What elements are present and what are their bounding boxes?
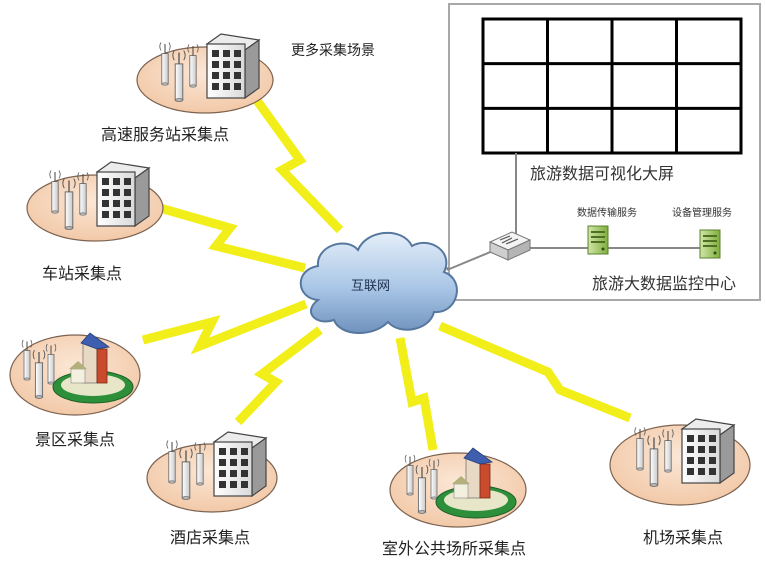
switch-icon xyxy=(488,231,532,261)
antenna-tower-icon xyxy=(428,458,440,500)
site-label-outdoor: 室外公共场所采集点 xyxy=(382,539,527,558)
antenna-tower-icon xyxy=(32,349,46,399)
scenic-building-icon xyxy=(52,332,134,404)
antenna-tower-icon xyxy=(159,42,171,86)
antenna-tower-icon xyxy=(77,172,89,216)
site-label-hotel: 酒店采集点 xyxy=(170,528,251,547)
antenna-tower-icon xyxy=(21,339,33,381)
site-label-airport: 机场采集点 xyxy=(643,528,724,547)
server-icon xyxy=(212,431,268,498)
site-label-highway: 高速服务站采集点 xyxy=(101,125,230,144)
wireless-links xyxy=(141,92,632,451)
site-outdoor xyxy=(389,447,527,528)
antenna-tower-icon xyxy=(49,170,61,214)
link-airport xyxy=(438,321,632,423)
antenna-tower-icon xyxy=(172,50,186,102)
device-service-label: 设备管理服务 xyxy=(672,208,732,219)
site-label-station: 车站采集点 xyxy=(42,264,123,283)
scenic-building-icon xyxy=(435,447,517,519)
antenna-tower-icon xyxy=(187,44,199,88)
internet-cloud-icon xyxy=(299,231,458,335)
antenna-tower-icon xyxy=(662,429,674,473)
antenna-tower-icon xyxy=(647,435,661,487)
monitor-center-label: 旅游大数据监控中心 xyxy=(592,274,737,293)
device-server-icon xyxy=(699,229,721,259)
screen-label: 旅游数据可视化大屏 xyxy=(530,164,675,183)
site-station xyxy=(26,161,164,242)
antenna-tower-icon xyxy=(634,427,646,471)
link-scenic xyxy=(141,299,308,355)
server-icon xyxy=(95,161,151,228)
lightning-bolt-icon xyxy=(249,92,344,234)
antenna-tower-icon xyxy=(404,454,416,496)
visualization-screen xyxy=(481,17,743,155)
link-station xyxy=(158,203,307,273)
site-hotel xyxy=(146,431,278,513)
antenna-tower-icon xyxy=(166,440,178,484)
link-hotel xyxy=(234,326,323,426)
server-icon xyxy=(680,418,736,485)
lightning-bolt-icon xyxy=(438,321,632,423)
site-highway xyxy=(136,33,274,114)
cloud-label: 互联网 xyxy=(351,279,391,294)
more-scenes-label: 更多采集场景 xyxy=(291,43,375,59)
antenna-tower-icon xyxy=(415,464,429,514)
lightning-bolt-icon xyxy=(141,299,308,355)
link-more xyxy=(249,92,344,234)
lightning-bolt-icon xyxy=(234,326,323,426)
collection-sites xyxy=(9,33,751,528)
site-label-scenic: 景区采集点 xyxy=(35,430,116,449)
antenna-tower-icon xyxy=(45,343,57,385)
lightning-bolt-icon xyxy=(158,203,307,273)
antenna-tower-icon xyxy=(179,448,193,500)
antenna-tower-icon xyxy=(194,442,206,486)
transfer-server-icon xyxy=(587,225,609,255)
link-outdoor xyxy=(395,337,438,451)
transfer-service-label: 数据传输服务 xyxy=(577,208,637,219)
antenna-tower-icon xyxy=(62,178,76,230)
site-scenic xyxy=(9,332,141,416)
server-icon xyxy=(205,33,261,100)
lightning-bolt-icon xyxy=(395,337,438,451)
site-airport xyxy=(609,418,751,506)
